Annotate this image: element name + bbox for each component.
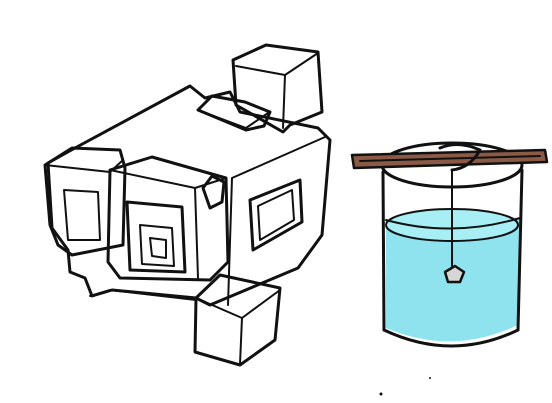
crystal-top-cube [231,43,324,134]
crystal-step-edge [197,109,269,129]
beaker-walls [381,168,524,332]
string-loop [438,143,482,172]
crystal-top-cube-edge [235,52,319,129]
beaker-bottom [382,328,520,348]
crystal-bottom-cube-edge [195,289,281,365]
crystal-corner-knob [201,174,226,210]
crystal-center-block [106,155,230,282]
crystal-center-window-inner [139,224,175,267]
seed-crystal-shape [443,264,466,284]
wooden-stick [350,143,549,172]
crystal-right-face [227,136,326,306]
crystal-bottom-cube [193,273,282,367]
seed-crystal [443,264,466,284]
ink-dot [379,392,383,396]
crystal-main-body [46,84,332,307]
crystal-cluster [43,43,332,367]
stick-grain [359,155,541,162]
crystal-step-block [196,94,272,132]
ink-dot [429,377,431,379]
crystal-left-block [43,146,127,257]
crystal-left-window [63,189,101,241]
crystal-right-window [248,178,304,252]
crystal-center-block-edge [109,169,227,279]
crystal-right-window-inner [257,189,295,241]
crystal-base-line [89,289,197,301]
crystal-center-window [125,200,187,274]
